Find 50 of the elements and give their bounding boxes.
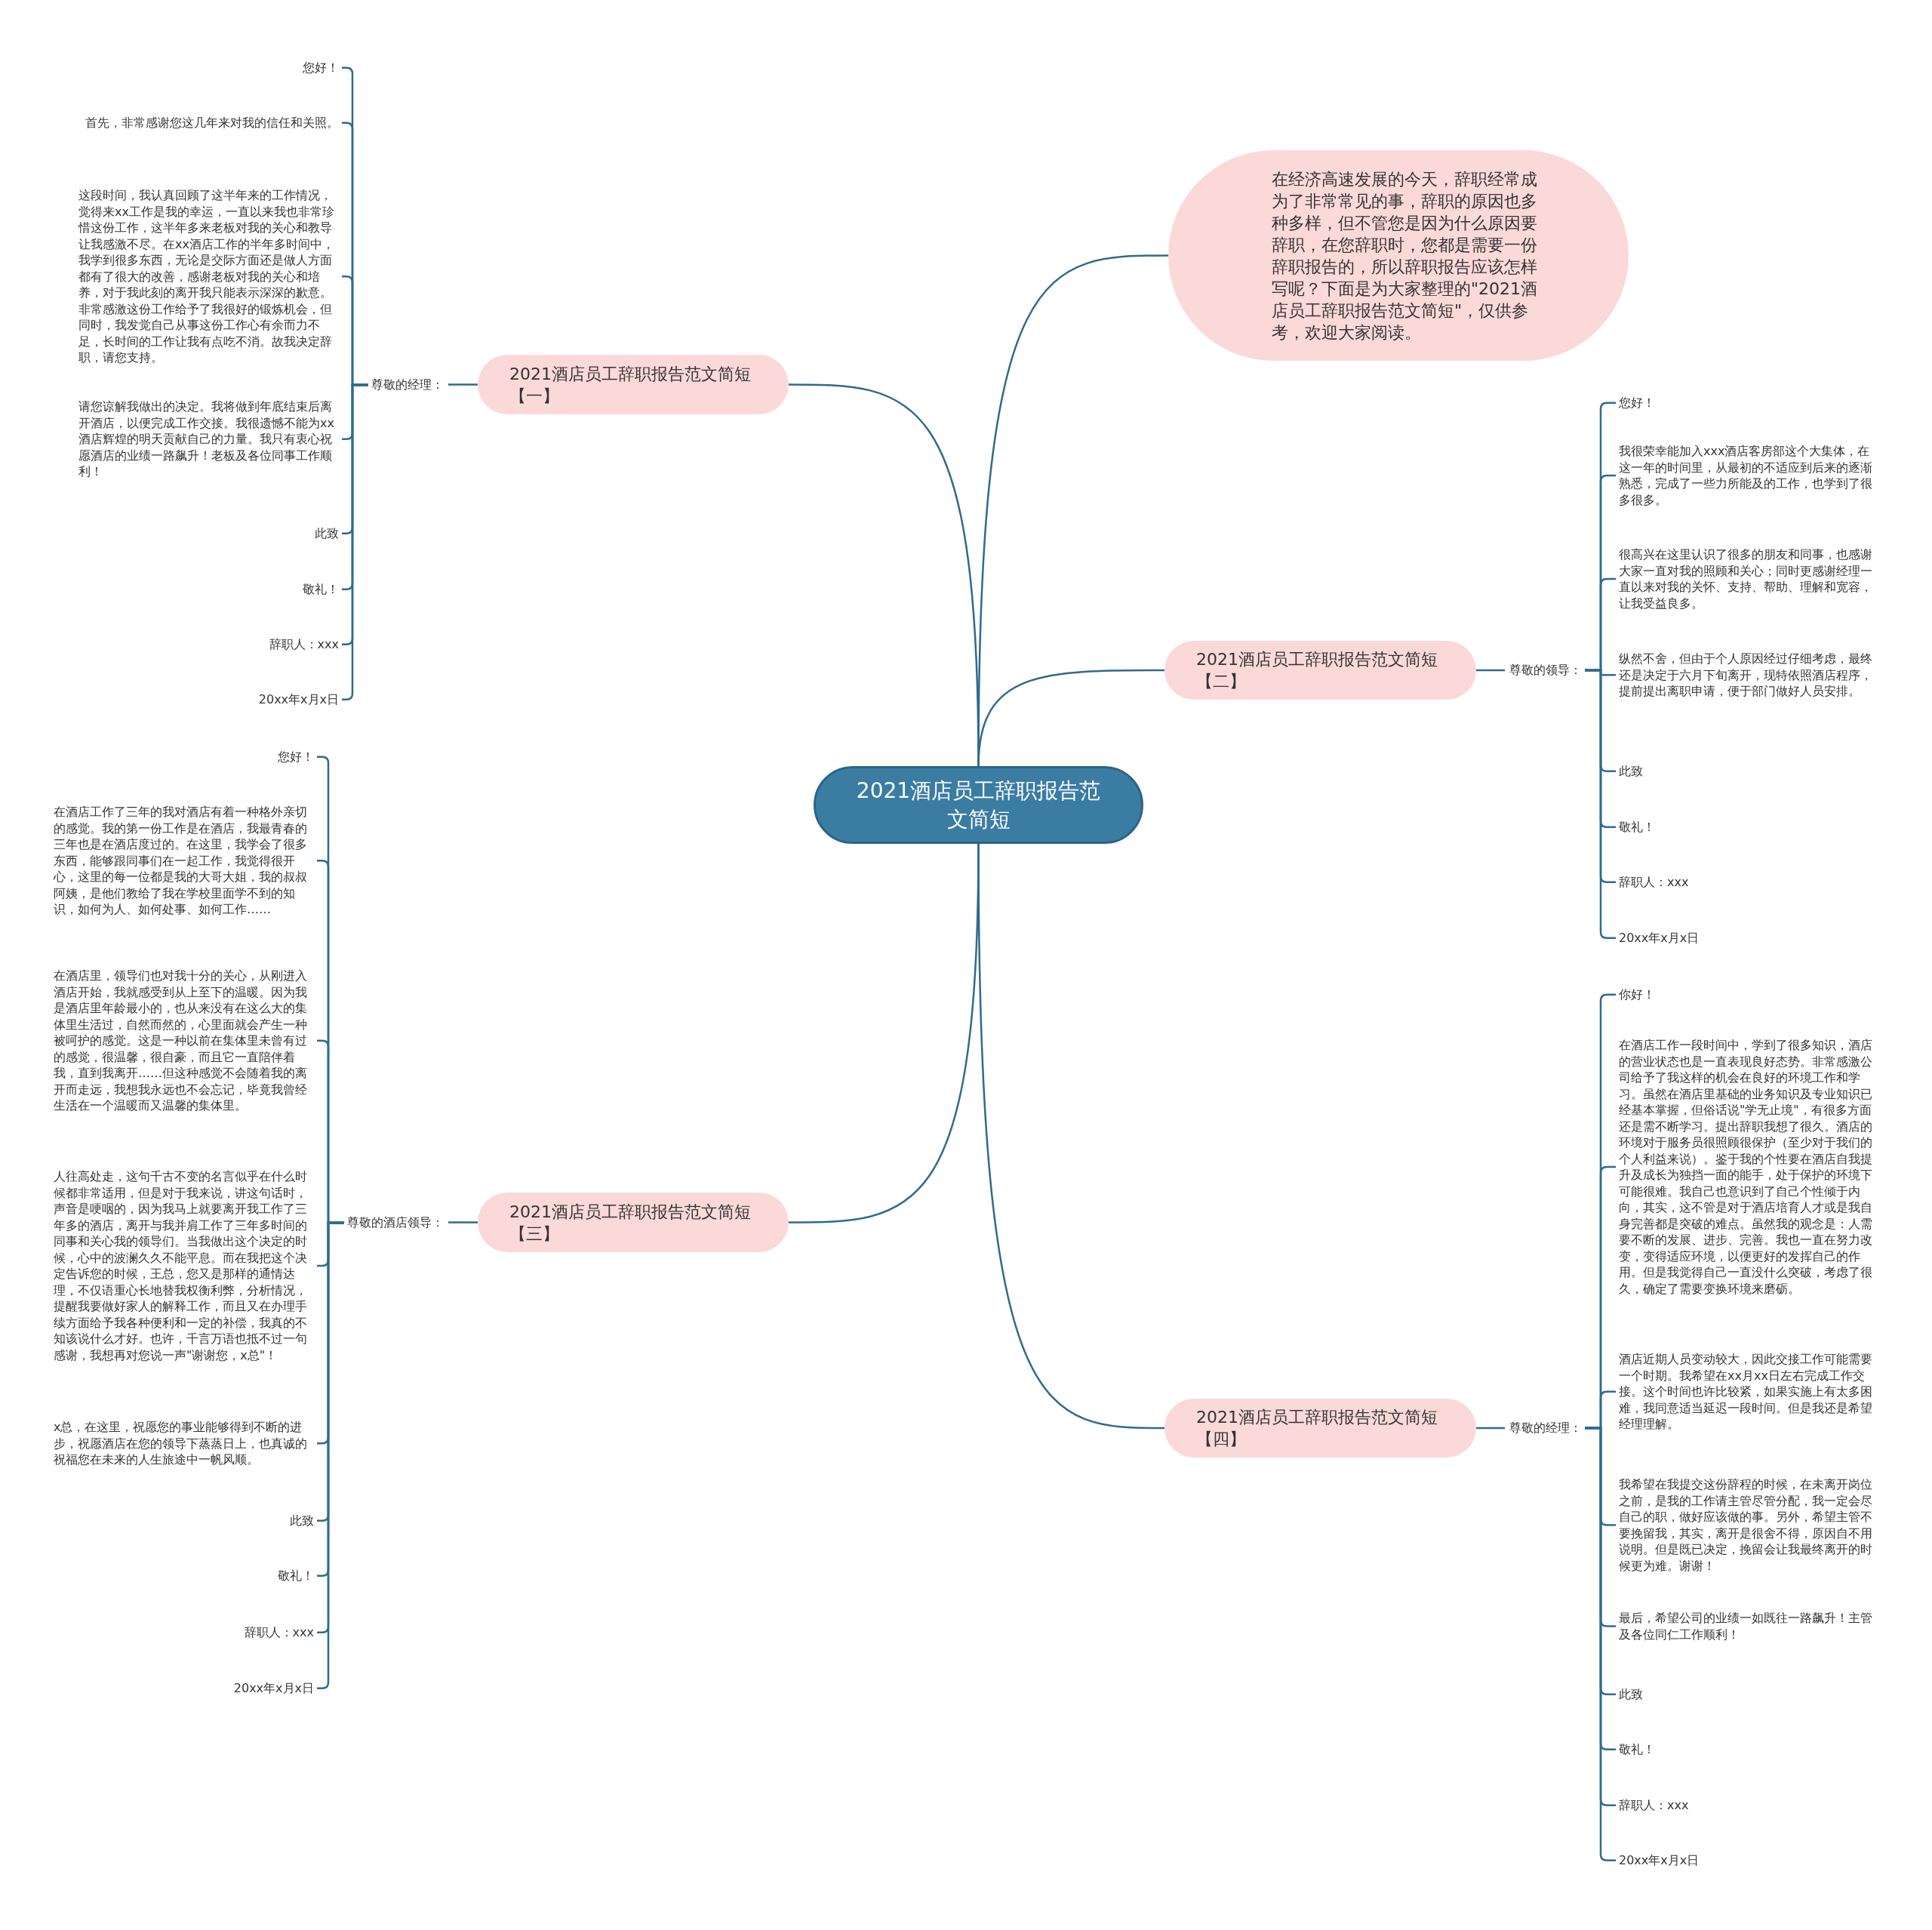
branch-topic-title: 2021酒店员工辞职报告范文简短【二】 (1196, 649, 1438, 692)
letter-paragraph: 此致 (1619, 763, 1643, 780)
letter-paragraph: 你好！ (1619, 987, 1655, 1003)
letter-paragraph: 您好！ (303, 60, 339, 76)
branch-topic-title: 2021酒店员工辞职报告范文简短【三】 (509, 1201, 752, 1245)
letter-paragraph: 辞职人：xxx (269, 636, 339, 653)
letter-paragraph: 请您谅解我做出的决定。我将做到年底结束后离开酒店，以便完成工作交接。我很遗憾不能为xx酒店辉煌的明天贡献自己的力量。我只有衷心祝愿酒店的业绩一路飙升！老板及各位同事工作顺利！ (78, 399, 339, 480)
letter-paragraph: 此致 (315, 525, 339, 542)
connector-line (1476, 1427, 1505, 1430)
letter-paragraph: 酒店近期人员变动较大，因此交接工作可能需要一个时期。我希望在xx月xx日左右完成工作交接。这个时间也许比较紧，如果实施上有太多困难，我同意适当延迟一段时间。但是我还是希望经理理解。 (1619, 1351, 1879, 1433)
letter-paragraph: 我希望在我提交这份辞程的时候，在未离开岗位之前，是我的工作请主管尽管分配，我一定会尽自己的职，做好应该做的事。另外，希望主管不要挽留我，其实，离开是很舍不得，原因自不用说明。但是既已决定，挽留会让我最终离开的时候更为难。谢谢！ (1619, 1476, 1879, 1574)
letter-paragraph: 这段时间，我认真回顾了这半年来的工作情况，觉得来xx工作是我的幸运，一直以来我也非常珍惜这份工作，这半年多来老板对我的关心和教导让我感激不尽。在xx酒店工作的半年多时间中，我学到很多东西，无论是交际方面还是做人方面都有了很大的改善，感谢老板对我的关心和培养，对于我此刻的离开我只能表示深深的歉意。非常感激这份工作给予了我很好的锻炼机会，但同时，我发觉自己从事这份工作心有余而力不足，长时间的工作让我有点吃不消。故我决定辞职，请您支持。 (78, 187, 339, 366)
connector-line (448, 1221, 478, 1224)
letter-paragraph: 很高兴在这里认识了很多的朋友和同事，也感谢大家一直对我的照顾和关心；同时更感谢经理一直以来对我的关怀、支持、帮助、理解和宽容，让我受益良多。 (1619, 546, 1879, 611)
salutation-text: 尊敬的经理： (371, 377, 444, 393)
connector-line (448, 383, 478, 386)
connector-line (977, 844, 1164, 1430)
letter-paragraph: 在酒店工作了三年的我对酒店有着一种格外亲切的感觉。我的第一份工作是在酒店，我最青春的三年也是在酒店度过的。在这里，我学会了很多东西，能够跟同事们在一起工作，我觉得很开心，这里的每一位都是我的大哥大姐，我的叔叔阿姨，是他们教给了我在学校里面学不到的知识，如何为人、如何处事、如何工作…… (54, 804, 314, 918)
letter-paragraph: 我很荣幸能加入xxx酒店客房部这个大集体，在这一年的时间里，从最初的不适应到后来的逐渐熟悉，完成了一些力所能及的工作，也学到了很多很多。 (1619, 443, 1879, 508)
salutation-text: 尊敬的领导： (1509, 662, 1582, 679)
letter-paragraph: 人往高处走，这句千古不变的名言似乎在什么时候都非常适用，但是对于我来说，讲这句话时，声音是哽咽的，因为我马上就要离开我工作了三年多的酒店，离开与我并肩工作了三年多时间的同事和关心我的领导们。当我做出这个决定的时候，心中的波澜久久不能平息。而在我把这个决定告诉您的时候，王总，您又是那样的通情达理，不仅语重心长地替我权衡利弊，分析情况，提醒我要做好家人的解释工作，而且又在办理手续方面给予我各种便利和一定的补偿，我真的不知该说什么才好。也许，千言万语也抵不过一句感谢，我想再对您说一声"谢谢您，x总"！ (54, 1168, 314, 1363)
letter-paragraph: 辞职人：xxx (1619, 1797, 1689, 1814)
letter-paragraph: 敬礼！ (303, 581, 339, 598)
letter-paragraph: 纵然不舍，但由于个人原因经过仔细考虑，最终还是决定于六月下旬离开，现特依照酒店程序，提前提出离职申请，便于部门做好人员安排。 (1619, 651, 1879, 700)
letter-paragraph: 敬礼！ (1619, 819, 1655, 836)
letter-paragraph: 20xx年x月x日 (233, 1680, 314, 1697)
letter-paragraph: 敬礼！ (278, 1568, 314, 1584)
letter-paragraph: 20xx年x月x日 (1619, 1852, 1700, 1869)
letter-paragraph: 您好！ (278, 749, 314, 765)
letter-paragraph: 辞职人：xxx (244, 1624, 314, 1641)
letter-paragraph: 辞职人：xxx (1619, 874, 1689, 891)
central-topic-title: 2021酒店员工辞职报告范文简短 (855, 777, 1102, 833)
letter-paragraph: 首先，非常感谢您这几年来对我的信任和关照。 (85, 115, 339, 131)
connector-line (1476, 669, 1505, 672)
letter-paragraph: 最后，希望公司的业绩一如既往一路飙升！主管及各位同仁工作顺利！ (1619, 1610, 1879, 1642)
intro-paragraph: 在经济高速发展的今天，辞职经常成为了非常常见的事，辞职的原因也多种多样，但不管您是因为什么原因要辞职，在您辞职时，您都是需要一份辞职报告的，所以辞职报告应该怎样写呢？下面是为大家整理的"2021酒店员工辞职报告范文简短"，仅供参考，欢迎大家阅读。 (1272, 168, 1538, 343)
letter-paragraph: 您好！ (1619, 395, 1655, 411)
letter-paragraph: x总，在这里，祝愿您的事业能够得到不断的进步，祝愿酒店在您的领导下蒸蒸日上，也真诚的祝福您在未来的人生旅途中一帆风顺。 (54, 1419, 314, 1468)
letter-paragraph: 敬礼！ (1619, 1741, 1655, 1758)
letter-paragraph: 此致 (290, 1513, 314, 1529)
branch-topic-title: 2021酒店员工辞职报告范文简短【一】 (509, 363, 752, 407)
letter-paragraph: 20xx年x月x日 (1619, 930, 1700, 947)
letter-paragraph: 在酒店工作一段时间中，学到了很多知识，酒店的营业状态也是一直表现良好态势。非常感激公司给予了我这样的机会在良好的环境工作和学习。虽然在酒店里基础的业务知识及专业知识已经基本掌握，但俗话说"学无止境"，有很多方面还是需不断学习。提出辞职我想了很久。酒店的环境对于服务员很照顾很保护（至少对于我们的个人利益来说）。鉴于我的个性要在酒店自我提升及成长为独挡一面的能手，处于保护的环境下可能很难。我自己也意识到了自己个性倾于内向，其实，这不管是对于酒店培育人才或是我自身完善都是突破的难点。虽然我的观念是：人需要不断的发展、进步、完善。我也一直在努力改变，变得适应环境，以便更好的发挥自己的作用。但是我觉得自己一直没什么突破，考虑了很久，确定了需要变换环境来磨砺。 (1619, 1037, 1879, 1297)
letter-paragraph: 在酒店里，领导们也对我十分的关心，从刚进入酒店开始，我就感受到从上至下的温暖。因为我是酒店里年龄最小的，也从来没有在这么大的集体里生活过，自然而然的，心里面就会产生一种被呵护的感觉。这是一种以前在集体里未曾有过的感觉，很温馨，很自豪，而且它一直陪伴着我，直到我离开……但这种感觉不会随着我的离开而走远，我想我永远也不会忘记，毕竟我曾经生活在一个温暖而又温馨的集体里。 (54, 968, 314, 1114)
salutation-text: 尊敬的经理： (1509, 1420, 1582, 1436)
connector-line (977, 669, 1164, 767)
letter-paragraph: 此致 (1619, 1686, 1643, 1703)
salutation-text: 尊敬的酒店领导： (347, 1214, 444, 1231)
letter-paragraph: 20xx年x月x日 (258, 691, 339, 708)
branch-topic-title: 2021酒店员工辞职报告范文简短【四】 (1196, 1407, 1438, 1450)
